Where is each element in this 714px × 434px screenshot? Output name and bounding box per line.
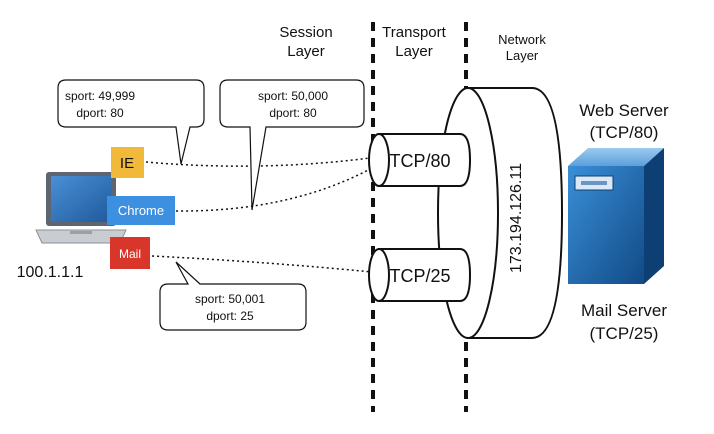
network-layer-label: Network: [498, 32, 546, 47]
tcp25-label: TCP/25: [389, 266, 450, 286]
chrome-app: Chrome: [107, 196, 175, 225]
ie-app: IE: [111, 147, 144, 178]
network-ip-label: 173.194.126.11: [508, 163, 525, 273]
session-layer-label-2: Layer: [287, 43, 325, 60]
mail-server-port-label: (TCP/25): [590, 324, 659, 343]
ie-port-callout: sport: 49,999 dport: 80: [57, 79, 205, 165]
tcp25-pipe: [368, 248, 472, 302]
mail-app: Mail: [110, 237, 150, 269]
chrome-connection: [175, 167, 373, 212]
transport-layer-label: Transport: [382, 24, 446, 41]
svg-text:sport: 50,001: sport: 50,001: [195, 292, 265, 306]
tcp80-label: TCP/80: [389, 151, 450, 171]
svg-text:IE: IE: [120, 155, 134, 172]
svg-text:dport: 80: dport: 80: [76, 106, 124, 120]
web-server-label: Web Server: [579, 101, 669, 120]
mail-server-label: Mail Server: [581, 301, 667, 320]
svg-text:sport: 49,999: sport: 49,999: [65, 89, 135, 103]
svg-text:dport: 25: dport: 25: [206, 309, 254, 323]
svg-text:Mail: Mail: [119, 247, 141, 261]
svg-text:sport: 50,000: sport: 50,000: [258, 89, 328, 103]
client-ip: 100.1.1.1: [17, 264, 84, 281]
svg-text:Chrome: Chrome: [118, 203, 164, 218]
laptop-icon: [35, 172, 127, 244]
network-layer-label-2: Layer: [506, 48, 539, 63]
tcp80-pipe: [368, 133, 472, 187]
session-layer-label: Session: [279, 24, 332, 41]
chrome-port-callout: sport: 50,000 dport: 80: [219, 79, 365, 211]
svg-text:dport: 80: dport: 80: [269, 106, 317, 120]
server-icon: [568, 148, 664, 284]
web-server-port-label: (TCP/80): [590, 123, 659, 142]
mail-port-callout: sport: 50,001 dport: 25: [159, 261, 307, 331]
transport-layer-label-2: Layer: [395, 43, 433, 60]
mail-connection: [151, 255, 373, 273]
